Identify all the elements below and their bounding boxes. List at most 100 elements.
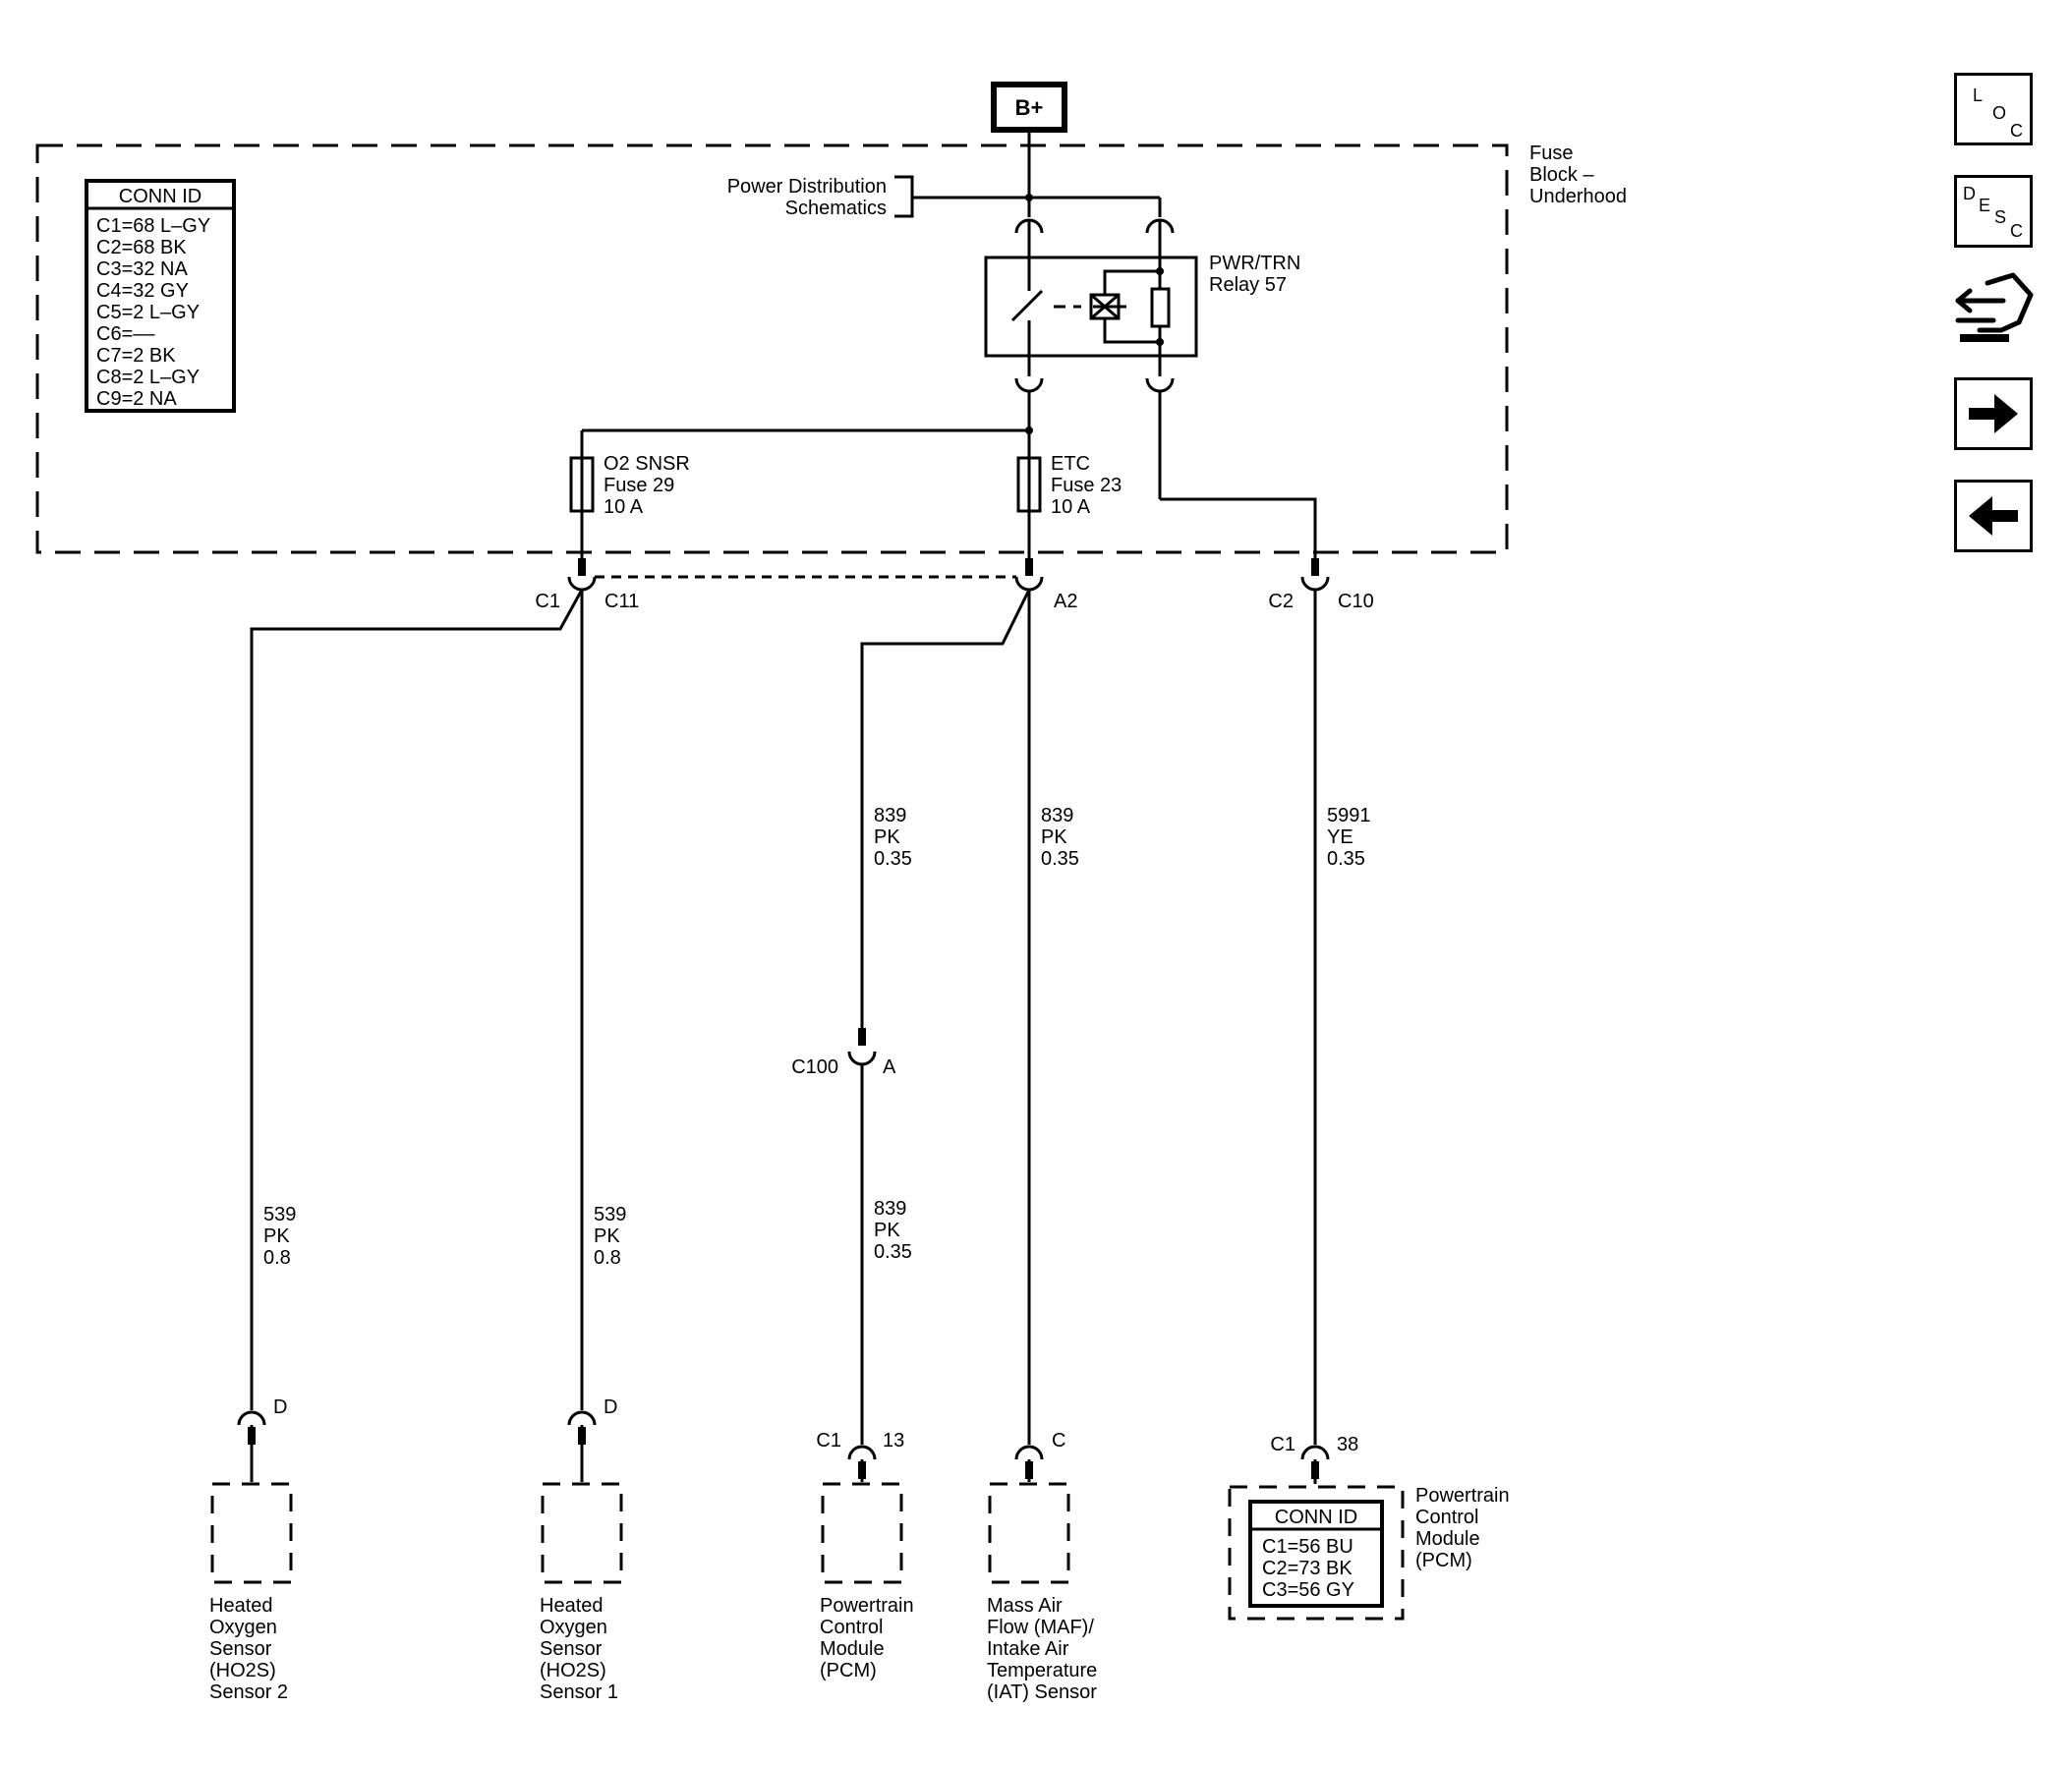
fuse-conn-row: C8=2 L–GY (96, 367, 200, 388)
wire-label-pcm-lower: 839 PK 0.35 (874, 1198, 912, 1263)
fuse-conn-row: C4=32 GY (96, 280, 189, 302)
wire-539-ho2s2 (250, 589, 584, 1410)
pcm-conn-table: CONN ID C1=56 BU C2=73 BK C3=56 GY (1248, 1500, 1384, 1608)
fuse-block-label: Underhood (1529, 186, 1627, 207)
svg-text:Heated: Heated (209, 1595, 273, 1617)
battery-label: B+ (1015, 95, 1044, 120)
svg-text:PK: PK (874, 1220, 900, 1241)
svg-text:(PCM): (PCM) (1415, 1550, 1472, 1571)
fuse-block-boundary (35, 143, 1509, 554)
svg-text:Powertrain: Powertrain (1415, 1485, 1510, 1507)
wire-label-ho2s1: 539 PK 0.8 (594, 1204, 626, 1269)
svg-text:PK: PK (874, 826, 900, 848)
svg-text:Oxygen: Oxygen (209, 1617, 277, 1638)
wire-label-pcm-upper: 839 PK 0.35 (874, 805, 912, 870)
pin-label: 13 (883, 1430, 904, 1452)
svg-text:Sensor 1: Sensor 1 (540, 1681, 618, 1703)
power-distribution-label: Schematics (785, 198, 887, 219)
wire-839-pcm (860, 589, 1031, 1042)
fuse-conn-row: C3=32 NA (96, 258, 188, 280)
fuse-conn-row: C9=2 NA (96, 388, 177, 410)
pcm-conn-table-header: CONN ID (1275, 1507, 1357, 1528)
fuse-29-label: O2 SNSR (604, 453, 690, 475)
svg-text:Sensor 2: Sensor 2 (209, 1681, 288, 1703)
connector-c2-c10 (1300, 576, 1330, 592)
svg-text:Temperature: Temperature (987, 1660, 1097, 1681)
component-pcm-38 (1228, 1485, 1405, 1621)
pin-label: D (604, 1396, 617, 1418)
svg-text:0.8: 0.8 (594, 1247, 621, 1269)
component-ho2s2 (210, 1482, 293, 1584)
fuse-23-label: 10 A (1051, 496, 1091, 518)
connector-label: C100 (791, 1056, 838, 1078)
svg-text:Sensor: Sensor (209, 1638, 272, 1660)
svg-text:Oxygen: Oxygen (540, 1617, 607, 1638)
fuse-conn-row: C2=68 BK (96, 237, 187, 258)
svg-text:5991: 5991 (1327, 805, 1371, 826)
fuse-conn-row: C6=–– (96, 323, 155, 345)
component-label-pcm-13: Powertrain Control Module (PCM) (820, 1595, 914, 1681)
component-label-ho2s1: Heated Oxygen Sensor (HO2S) Sensor 1 (540, 1595, 618, 1703)
wire-label-maf: 839 PK 0.35 (1041, 805, 1079, 870)
connector-maf (1014, 1445, 1044, 1460)
svg-text:Control: Control (820, 1617, 883, 1638)
fuse-block-label: Block – (1529, 164, 1594, 186)
arrow-right-icon[interactable] (1954, 377, 2033, 450)
wire-label-pcm-right: 5991 YE 0.35 (1327, 805, 1371, 870)
pcm-conn-row: C3=56 GY (1262, 1579, 1354, 1601)
component-label-ho2s2: Heated Oxygen Sensor (HO2S) Sensor 2 (209, 1595, 288, 1703)
connector-ho2s1 (567, 1410, 597, 1426)
connector-label: A (883, 1056, 896, 1078)
svg-text:Powertrain: Powertrain (820, 1595, 914, 1617)
fuse-29-label: 10 A (604, 496, 644, 518)
svg-text:PK: PK (594, 1225, 620, 1247)
relay-box (984, 256, 1198, 358)
fuse-23-label: ETC (1051, 453, 1090, 475)
relay-bottom-right-terminal (1145, 377, 1175, 393)
desc-icon[interactable]: D E S C (1954, 175, 2033, 248)
connector-hand-icon[interactable] (1954, 269, 2037, 348)
svg-text:Control: Control (1415, 1507, 1478, 1528)
component-ho2s1 (541, 1482, 623, 1584)
component-maf (988, 1482, 1070, 1584)
relay-coil (1150, 287, 1171, 328)
connector-label: C11 (604, 591, 639, 612)
loc-icon[interactable]: L O C (1954, 73, 2033, 145)
arrow-left-icon[interactable] (1954, 480, 2033, 552)
svg-text:Sensor: Sensor (540, 1638, 603, 1660)
power-distribution-label: Power Distribution (727, 176, 887, 198)
svg-text:YE: YE (1327, 826, 1353, 848)
svg-text:(HO2S): (HO2S) (209, 1660, 276, 1681)
svg-text:0.35: 0.35 (1041, 848, 1079, 870)
svg-text:Heated: Heated (540, 1595, 604, 1617)
svg-text:839: 839 (1041, 805, 1073, 826)
connector-label: C1 (535, 591, 560, 612)
pin-label: 38 (1337, 1434, 1358, 1455)
connector-label: A2 (1054, 591, 1077, 612)
power-distribution-bracket (894, 175, 914, 218)
svg-text:0.35: 0.35 (1327, 848, 1365, 870)
relay-switch (1010, 289, 1044, 322)
svg-text:0.8: 0.8 (263, 1247, 291, 1269)
pin-label: C1 (816, 1430, 841, 1452)
svg-text:839: 839 (874, 805, 906, 826)
connector-c1-c11 (567, 576, 597, 592)
svg-text:539: 539 (594, 1204, 626, 1225)
component-label-pcm-38: Powertrain Control Module (PCM) (1415, 1485, 1510, 1571)
svg-text:PK: PK (1041, 826, 1067, 848)
fuse-conn-row: C5=2 L–GY (96, 302, 200, 323)
fuse-block-label: Fuse (1529, 142, 1573, 164)
fuse-29-label: Fuse 29 (604, 475, 674, 496)
connector-ho2s2 (237, 1410, 266, 1426)
connector-pcm-13 (847, 1445, 877, 1460)
svg-text:0.35: 0.35 (874, 1241, 912, 1263)
fuse-conn-row: C1=68 L–GY (96, 215, 210, 237)
svg-text:Mass Air: Mass Air (987, 1595, 1063, 1617)
connector-pcm-38 (1300, 1445, 1330, 1460)
pcm-conn-row: C1=56 BU (1262, 1536, 1353, 1558)
fuse-conn-row: C7=2 BK (96, 345, 176, 367)
component-pcm-13 (821, 1482, 903, 1584)
connector-a2 (1014, 576, 1044, 592)
connector-label: C10 (1338, 591, 1374, 612)
